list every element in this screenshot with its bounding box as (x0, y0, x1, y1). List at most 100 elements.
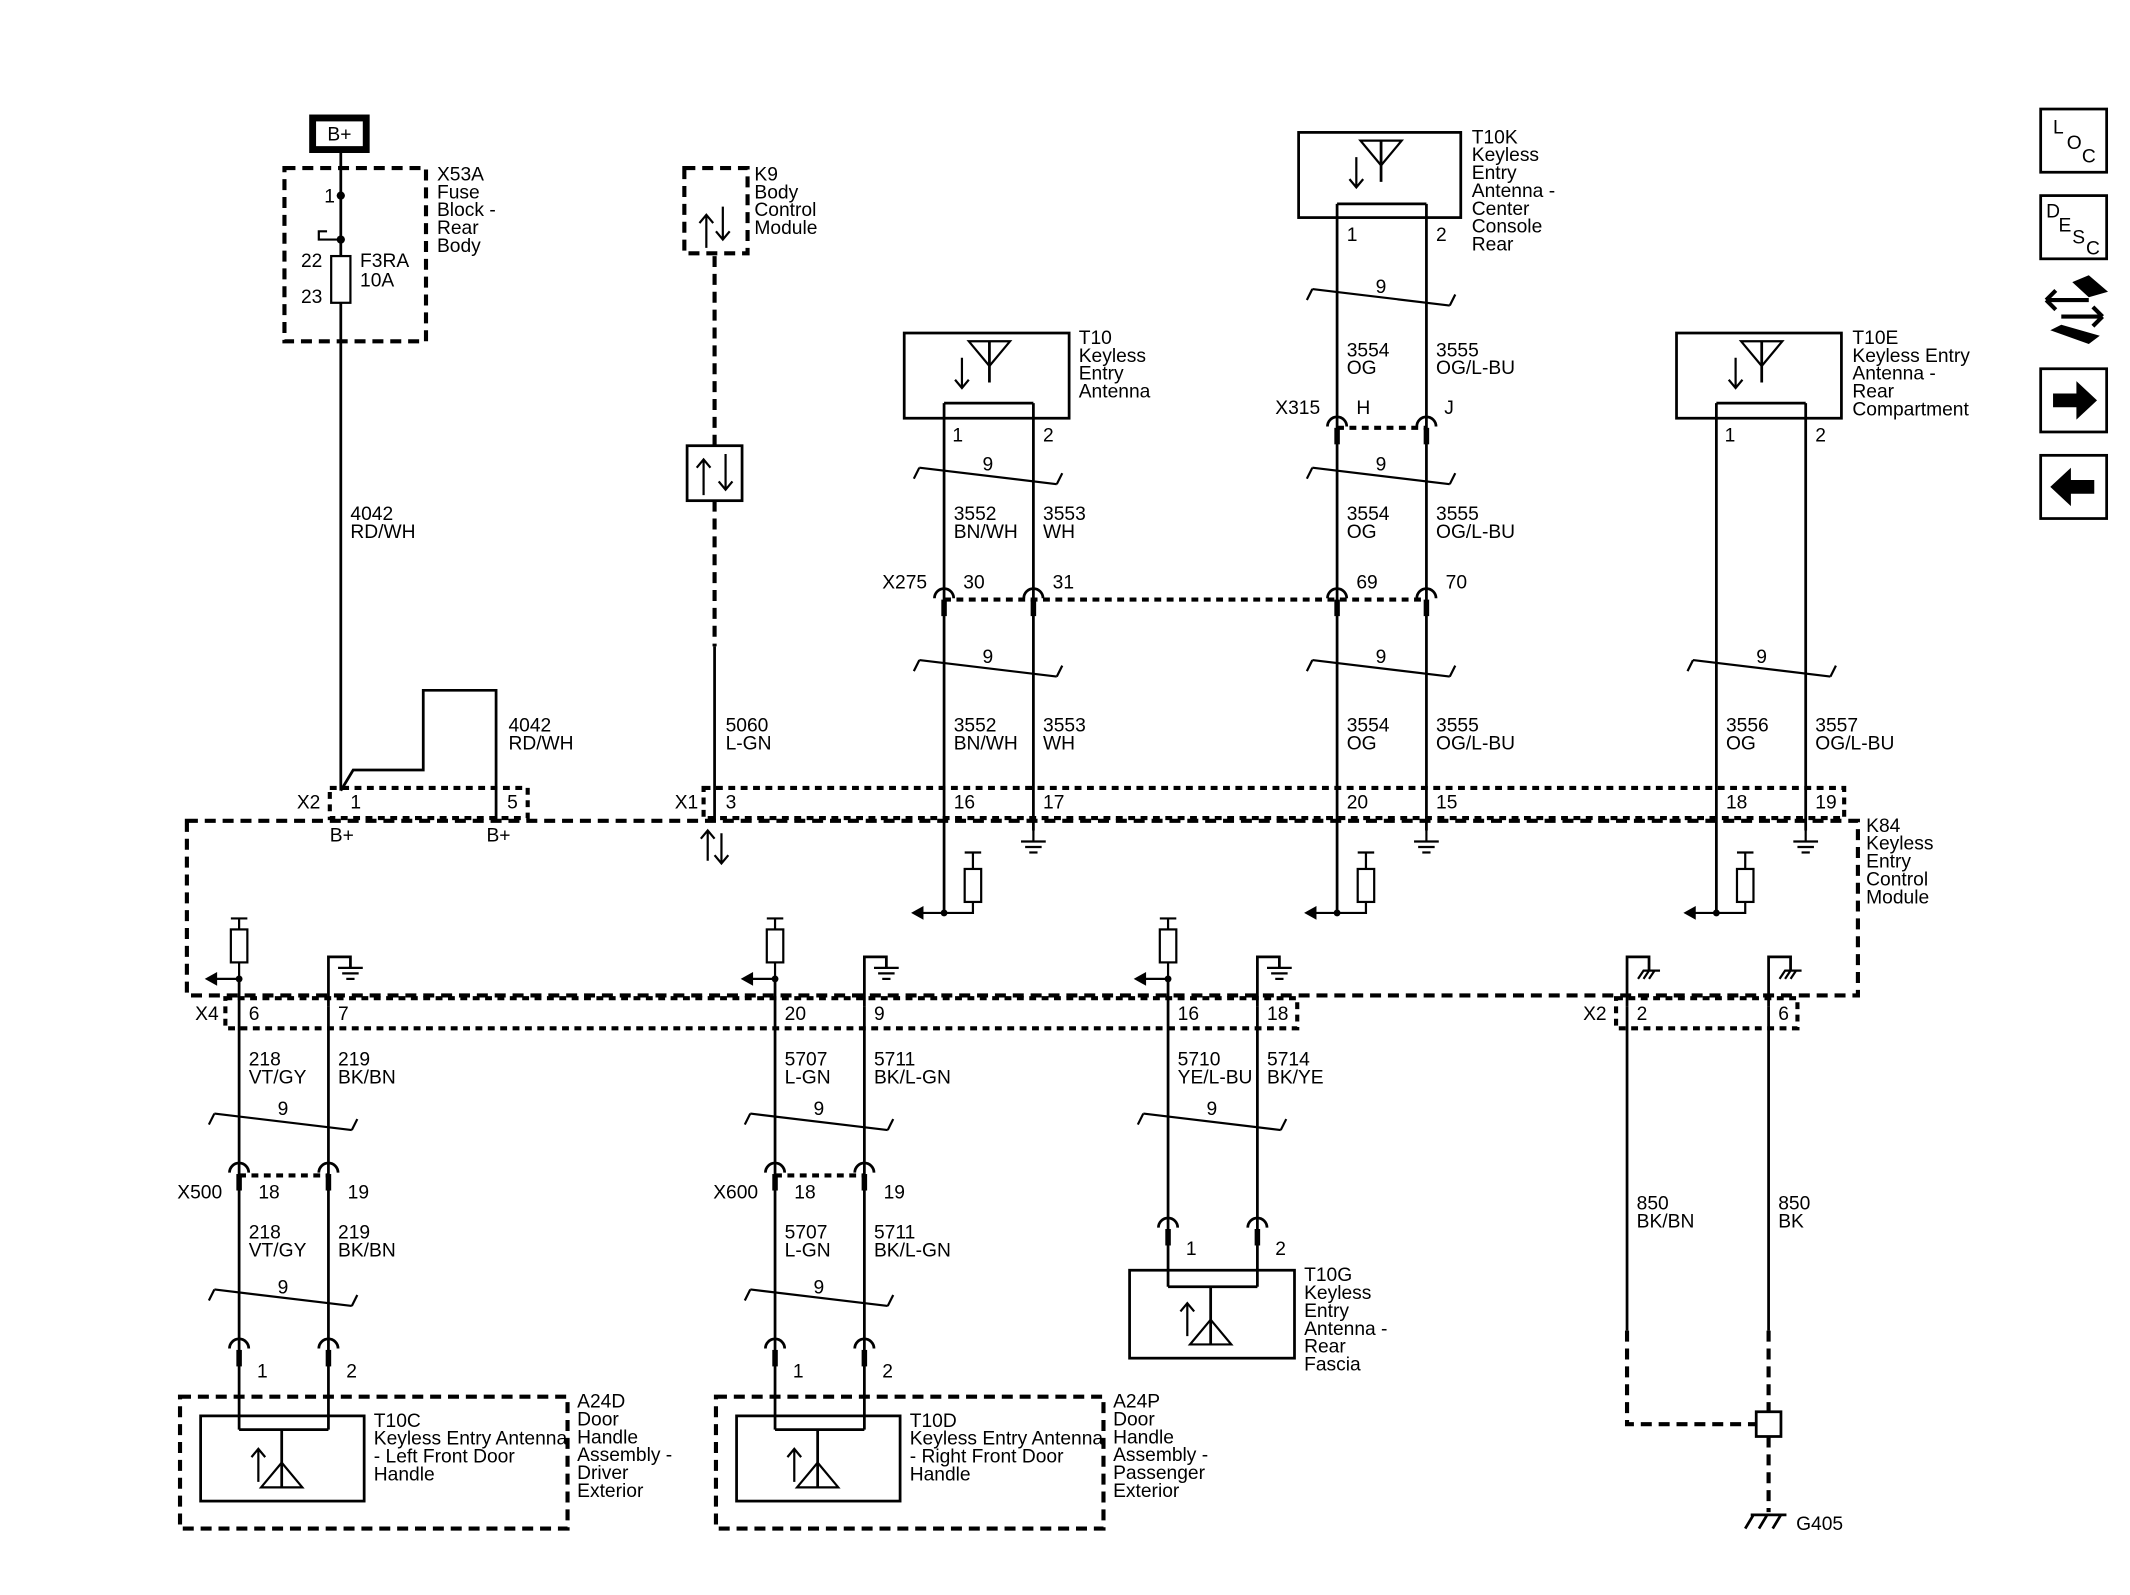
svg-text:E: E (2059, 215, 2072, 236)
svg-text:C: C (2086, 239, 2100, 260)
svg-text:BK/BN: BK/BN (338, 1240, 396, 1261)
svg-text:OG/L-BU: OG/L-BU (1436, 733, 1515, 754)
svg-text:Handle: Handle (577, 1427, 638, 1448)
svg-text:Block -: Block - (437, 200, 496, 221)
connector-x2-top: X2 1 5 B+ B+ (297, 785, 530, 846)
svg-text:9: 9 (983, 647, 994, 668)
ground-g405-icon: G405 (1744, 1513, 1843, 1535)
svg-text:2: 2 (346, 1361, 357, 1382)
svg-text:5060: 5060 (726, 716, 769, 737)
svg-text:K9: K9 (754, 164, 778, 185)
svg-text:Body: Body (437, 236, 481, 257)
svg-text:18: 18 (1267, 1004, 1288, 1025)
svg-text:VT/GY: VT/GY (249, 1067, 307, 1088)
svg-text:2: 2 (1436, 225, 1447, 246)
svg-text:9: 9 (874, 1004, 885, 1025)
k84-internal-circuits (204, 851, 1802, 1007)
svg-text:L-GN: L-GN (726, 733, 772, 754)
svg-text:WH: WH (1043, 733, 1075, 754)
svg-text:BN/WH: BN/WH (954, 522, 1018, 543)
svg-text:3556: 3556 (1726, 716, 1769, 737)
svg-text:3552: 3552 (954, 716, 997, 737)
desc-button[interactable]: D E S C (2039, 194, 2109, 261)
svg-text:3554: 3554 (1347, 340, 1390, 361)
svg-text:2: 2 (1637, 1004, 1648, 1025)
svg-text:F3RA: F3RA (360, 251, 409, 272)
svg-text:3554: 3554 (1347, 716, 1390, 737)
svg-text:X2: X2 (297, 792, 321, 813)
svg-text:3553: 3553 (1043, 716, 1086, 737)
svg-text:Fascia: Fascia (1304, 1355, 1361, 1376)
fuse-f3ra-icon (330, 254, 352, 304)
antenna-t10e: T10E Keyless Entry Antenna - Rear Compar… (1675, 328, 1970, 447)
svg-text:Fuse: Fuse (437, 182, 480, 203)
svg-text:X1: X1 (675, 792, 699, 813)
svg-text:4042: 4042 (508, 716, 551, 737)
svg-text:1: 1 (793, 1361, 804, 1382)
svg-text:Antenna: Antenna (1079, 382, 1151, 403)
svg-text:9: 9 (278, 1099, 289, 1120)
svg-text:D: D (2046, 202, 2060, 223)
ground-splice (1754, 1410, 1783, 1438)
loc-button[interactable]: L O C (2039, 107, 2109, 174)
svg-text:18: 18 (258, 1183, 279, 1204)
svg-text:6: 6 (1778, 1004, 1789, 1025)
svg-text:15: 15 (1436, 792, 1457, 813)
svg-text:G405: G405 (1796, 1514, 1843, 1535)
svg-text:OG: OG (1726, 733, 1756, 754)
svg-text:BK/BN: BK/BN (338, 1067, 396, 1088)
svg-text:T10G: T10G (1304, 1265, 1352, 1286)
svg-text:B+: B+ (486, 825, 510, 846)
svg-text:Center: Center (1472, 199, 1530, 220)
svg-text:1: 1 (1347, 225, 1358, 246)
svg-text:Control: Control (1866, 869, 1928, 890)
svg-text:219: 219 (338, 1223, 370, 1244)
svg-text:Handle: Handle (374, 1464, 435, 1485)
svg-text:Keyless: Keyless (1472, 145, 1539, 166)
svg-text:BK/L-GN: BK/L-GN (874, 1067, 951, 1088)
svg-text:Assembly -: Assembly - (577, 1445, 672, 1466)
svg-text:- Right Front Door: - Right Front Door (910, 1447, 1064, 1468)
svg-text:Entry: Entry (1472, 163, 1517, 184)
svg-text:Antenna -: Antenna - (1472, 181, 1555, 202)
svg-text:Exterior: Exterior (1113, 1481, 1180, 1502)
svg-text:T10: T10 (1079, 328, 1112, 349)
svg-text:9: 9 (1376, 647, 1387, 668)
next-arrow-icon[interactable] (2039, 367, 2109, 434)
svg-text:219: 219 (338, 1049, 370, 1070)
svg-text:Door: Door (577, 1410, 619, 1431)
svg-text:69: 69 (1356, 573, 1377, 594)
svg-text:9: 9 (1756, 647, 1767, 668)
svg-text:18: 18 (1726, 792, 1747, 813)
connector-x500: X500 18 19 (177, 1161, 369, 1204)
svg-text:850: 850 (1637, 1194, 1669, 1215)
svg-text:B+: B+ (327, 125, 351, 146)
svg-text:WH: WH (1043, 522, 1075, 543)
svg-text:1: 1 (1725, 426, 1736, 447)
svg-text:218: 218 (249, 1223, 281, 1244)
svg-text:3555: 3555 (1436, 340, 1479, 361)
svg-text:X4: X4 (195, 1004, 219, 1025)
svg-text:OG/L-BU: OG/L-BU (1436, 358, 1515, 379)
svg-text:Handle: Handle (1113, 1427, 1174, 1448)
svg-text:Keyless Entry Antenna: Keyless Entry Antenna (910, 1429, 1104, 1450)
svg-text:BN/WH: BN/WH (954, 733, 1018, 754)
connector-list-icon[interactable] (2044, 275, 2109, 345)
svg-text:Body: Body (754, 182, 798, 203)
svg-text:2: 2 (1043, 426, 1054, 447)
svg-text:10A: 10A (360, 270, 394, 291)
svg-text:BK/L-GN: BK/L-GN (874, 1240, 951, 1261)
back-arrow-icon[interactable] (2039, 453, 2109, 520)
svg-text:23: 23 (301, 287, 322, 308)
svg-text:30: 30 (963, 573, 984, 594)
svg-text:Rear: Rear (437, 218, 479, 239)
svg-text:Entry: Entry (1079, 364, 1124, 385)
svg-text:3: 3 (726, 792, 737, 813)
svg-text:T10D: T10D (910, 1411, 957, 1432)
svg-text:X600: X600 (713, 1183, 758, 1204)
svg-text:5707: 5707 (785, 1223, 828, 1244)
svg-text:850: 850 (1778, 1194, 1810, 1215)
svg-text:S: S (2072, 228, 2085, 249)
svg-text:3553: 3553 (1043, 504, 1086, 525)
svg-text:5: 5 (507, 792, 518, 813)
